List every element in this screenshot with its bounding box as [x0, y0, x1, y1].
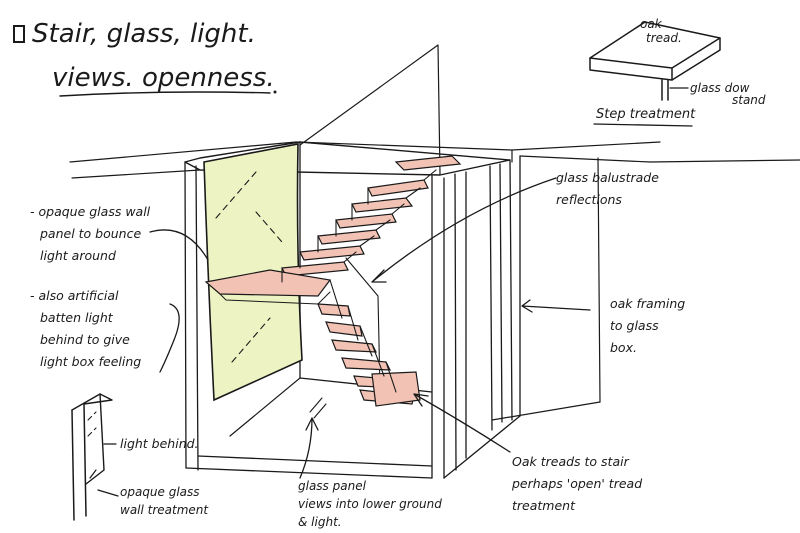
oak-framing-label-3: box.	[610, 340, 637, 355]
artificial-light-label-1: - also artificial	[30, 288, 119, 303]
glass-balustrade-label-1: glass balustrade	[556, 170, 659, 185]
glass-balustrade-label-2: reflections	[556, 192, 622, 207]
artificial-light-label-2: batten light	[40, 310, 114, 325]
oak-tread-label-2: tread.	[646, 31, 682, 45]
oak-treads-label-2: perhaps 'open' tread	[511, 476, 642, 491]
glass-reflection-mark-3	[231, 317, 271, 363]
step-treatment-caption: Step treatment	[596, 107, 696, 122]
detail-tread-front	[589, 57, 673, 81]
stair-treads	[204, 155, 462, 407]
artificial-light-label-4: light box feeling	[40, 354, 141, 369]
leader-lines	[149, 177, 591, 479]
title-line-2: views. openness.	[52, 63, 275, 93]
glass-box-frame	[184, 44, 521, 479]
opaque-glass-wall-panel	[203, 143, 303, 402]
step-detail: oak tread. glass dow stand Step treatmen…	[589, 17, 766, 127]
glass-dowstand-label-1: glass dow	[690, 81, 750, 95]
glass-panel-label-1: glass panel	[298, 479, 367, 493]
opaque-wall-label-1: - opaque glass wall	[30, 204, 151, 219]
oak-framing-label-1: oak framing	[610, 296, 685, 311]
oak-treads-label-1: Oak treads to stair	[512, 454, 630, 469]
glass-reflection-mark-2	[255, 211, 283, 243]
wall-elevation-sketch	[71, 393, 119, 521]
glass-panel-marks	[309, 397, 327, 419]
oak-tread-label-1: oak	[640, 17, 663, 31]
title-bullet	[13, 25, 25, 43]
annotations-left: - opaque glass wall panel to bounce ligh…	[30, 204, 209, 517]
leader-artificial-light	[159, 303, 180, 373]
opaque-wall-label-3: light around	[40, 248, 116, 263]
opaque-wall-label-2: panel to bounce	[39, 226, 141, 241]
light-behind-label: light behind.	[120, 436, 199, 451]
oak-framing-label-2: to glass	[610, 318, 659, 333]
title-dot	[273, 90, 277, 94]
leader-oak-treads	[413, 393, 511, 453]
leader-oak-framing	[521, 299, 591, 313]
glass-dowstand-label-2: stand	[732, 93, 766, 107]
leader-glass-balustrade	[371, 177, 557, 283]
floor-plane	[69, 141, 800, 421]
title-underline	[59, 91, 271, 97]
detail-tread-side	[671, 37, 721, 81]
artificial-light-label-3: behind to give	[40, 332, 130, 347]
title-line-1: Stair, glass, light.	[32, 19, 256, 49]
oak-treads-label-3: treatment	[512, 498, 576, 513]
annotations-right: glass balustrade reflections oak framing…	[511, 170, 685, 513]
glass-panel-label-3: & light.	[298, 515, 342, 529]
leader-glass-panel	[299, 417, 319, 479]
opaque-treatment-label-1: opaque glass	[120, 485, 200, 499]
glass-panel-label-2: views into lower ground	[298, 497, 442, 511]
opaque-treatment-label-2: wall treatment	[120, 503, 209, 517]
step-treatment-underline	[593, 123, 693, 127]
annotations-bottom: glass panel views into lower ground & li…	[298, 479, 442, 529]
detail-glass-dowstand	[661, 79, 669, 101]
leader-opaque-wall	[149, 229, 209, 261]
